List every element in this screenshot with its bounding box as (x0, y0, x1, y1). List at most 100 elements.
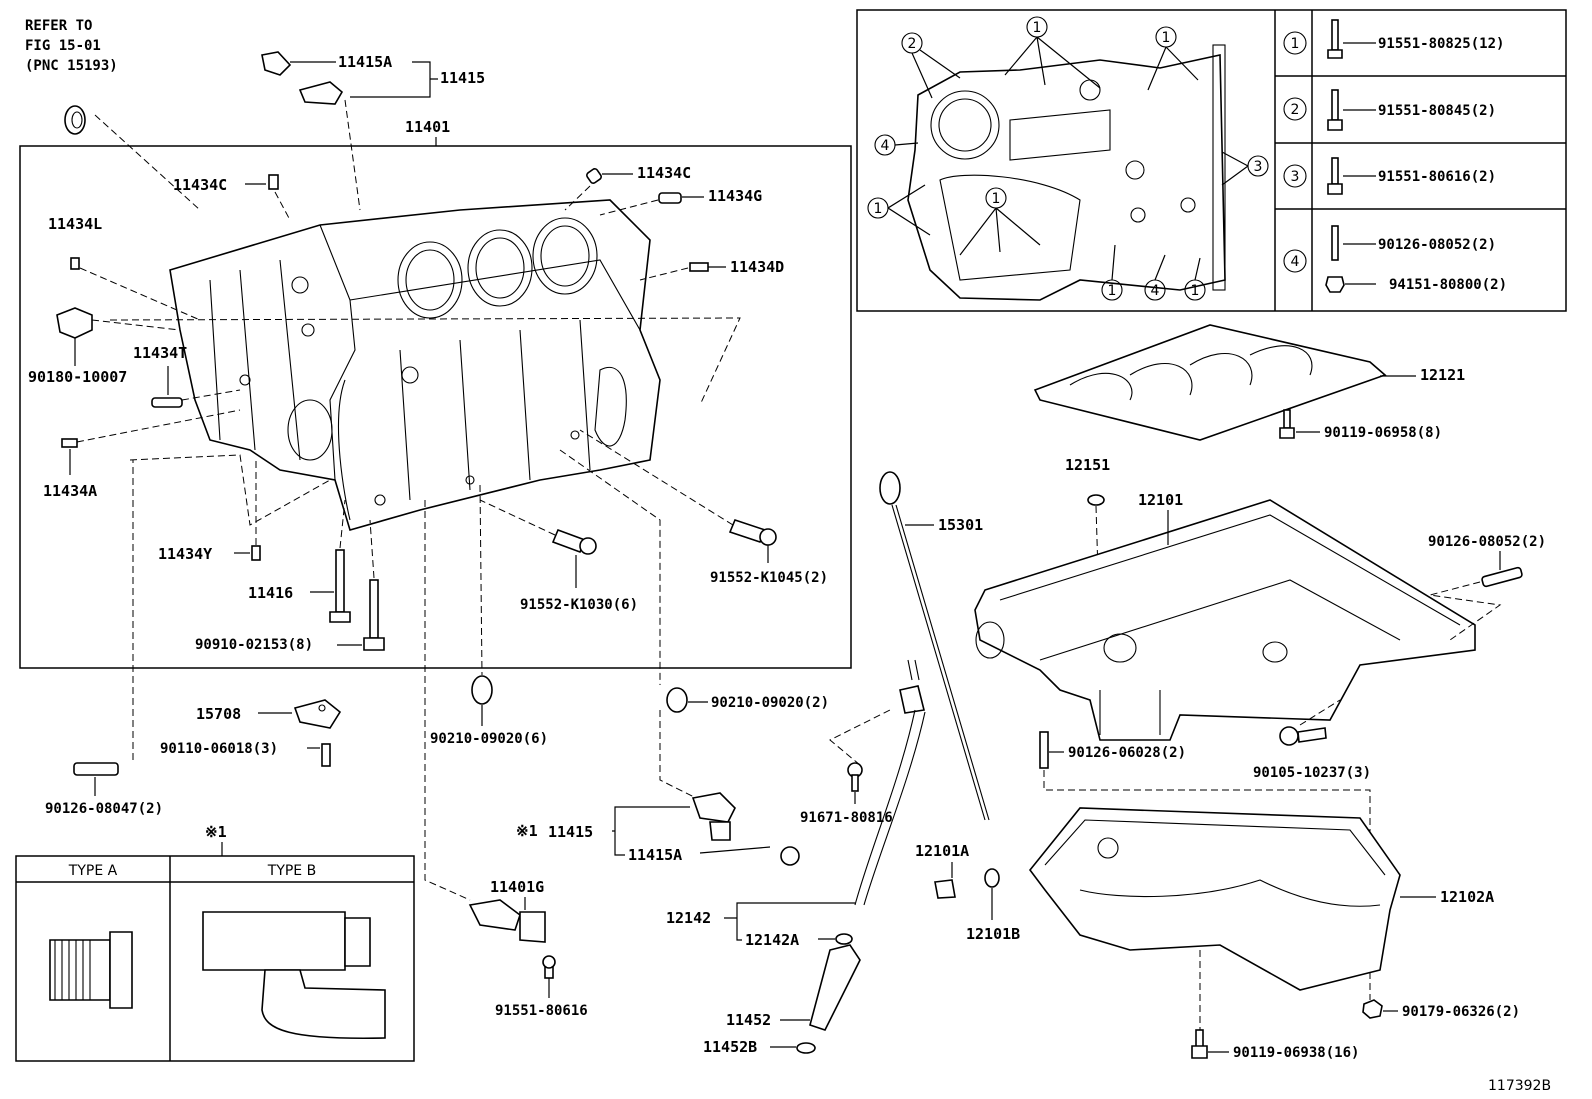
plug-90180-10007 (56, 307, 93, 339)
oil-seal-part (64, 105, 86, 135)
stud-90126-06028 (1039, 731, 1049, 769)
pin-11434L (70, 257, 80, 270)
legend-part-4b: 94151-80800(2) (1389, 277, 1507, 293)
bolt-90105-10237 (1279, 726, 1327, 746)
gasket-90210-6 (471, 675, 493, 705)
pin-11434Y (251, 545, 261, 561)
timing-cover-illustration (907, 44, 1226, 301)
label-12102A: 12102A (1440, 888, 1494, 906)
label-90210-6: 90210-09020(6) (430, 731, 548, 747)
bolt-91671-80816 (847, 762, 863, 792)
label-15708: 15708 (196, 705, 241, 723)
label-12151: 12151 (1065, 456, 1110, 474)
type-box (15, 855, 415, 1062)
refer-line-3: (PNC 15193) (25, 58, 118, 74)
label-90179-06326: 90179-06326(2) (1402, 1004, 1520, 1020)
label-11434A: 11434A (43, 482, 97, 500)
bolt-90110-06018 (321, 743, 331, 767)
bolt-90910-02153 (363, 579, 385, 651)
sensor-11401G (468, 899, 546, 943)
label-91552-K1030: 91552-K1030(6) (520, 597, 638, 613)
label-90126-08052: 90126-08052(2) (1428, 534, 1546, 550)
oring-12142A (835, 933, 853, 945)
gasket-90210-2 (666, 687, 688, 713)
svg-text:1: 1 (1108, 283, 1117, 299)
inset-callouts: 1 2 1 4 1 1 3 1 4 1 (867, 16, 1269, 301)
label-90126-06028: 90126-06028(2) (1068, 745, 1186, 761)
label-12121: 12121 (1420, 366, 1465, 384)
legend-num-1: 1 (1291, 36, 1300, 52)
sensor-type-a-drawing (49, 931, 133, 1009)
label-12101A: 12101A (915, 842, 969, 860)
oil-pan-12102A (1028, 807, 1401, 991)
oring-12151 (1087, 494, 1105, 506)
bolt-legend-inset (856, 9, 1567, 312)
oring-11452B (796, 1042, 816, 1054)
type-b-label: TYPE B (267, 863, 316, 879)
label-11416: 11416 (248, 584, 293, 602)
svg-text:2: 2 (908, 36, 917, 52)
svg-text:1: 1 (1033, 20, 1042, 36)
label-11434C-left: 11434C (173, 176, 227, 194)
svg-text:1: 1 (992, 191, 1001, 207)
label-11401G: 11401G (490, 878, 544, 896)
oil-pan-12101 (974, 499, 1476, 741)
bolt-91551-80616 (542, 955, 556, 979)
stud-90126-08047 (73, 762, 119, 776)
plug-11434G (658, 192, 682, 204)
bracket-15708 (293, 699, 342, 729)
pin-11434C-left (268, 174, 279, 190)
bolt-90119-06938 (1191, 1029, 1208, 1059)
legend-num-4: 4 (1291, 254, 1300, 270)
label-11452B: 11452B (703, 1038, 757, 1056)
label-90119-06938: 90119-06938(16) (1233, 1045, 1359, 1061)
label-11434D: 11434D (730, 258, 784, 276)
legend-row-2: 2 91551-80845(2) (1283, 89, 1496, 131)
label-11415A-bottom: 11415A (628, 846, 682, 864)
label-12101: 12101 (1138, 491, 1183, 509)
pin-11434D (689, 262, 709, 272)
legend-part-3: 91551-80616(2) (1378, 169, 1496, 185)
svg-text:4: 4 (881, 138, 890, 154)
label-12142: 12142 (666, 909, 711, 927)
refer-line-2: FIG 15-01 (25, 38, 101, 54)
svg-text:4: 4 (1151, 283, 1160, 299)
svg-text:1: 1 (874, 201, 883, 217)
label-12101B: 12101B (966, 925, 1020, 943)
bolt-11416 (329, 549, 351, 623)
label-11401: 11401 (405, 118, 450, 136)
legend-part-1: 91551-80825(12) (1378, 36, 1504, 52)
type-box-mark: ※1 (205, 823, 227, 841)
legend-row-3: 3 91551-80616(2) (1283, 157, 1496, 195)
drain-plug-12101A (934, 879, 956, 899)
legend-row-1: 1 91551-80825(12) (1283, 19, 1504, 59)
sensor-11415A-top (261, 51, 344, 105)
nut-90179-06326 (1362, 999, 1383, 1019)
label-11434C-right: 11434C (637, 164, 691, 182)
label-90210-2: 90210-09020(2) (711, 695, 829, 711)
label-11434T: 11434T (133, 344, 187, 362)
type-a-label: TYPE A (68, 863, 118, 879)
note-mark: ※1 (516, 822, 538, 840)
plug-11434C-right (586, 168, 602, 184)
legend-num-2: 2 (1291, 102, 1300, 118)
refer-line-1: REFER TO (25, 18, 92, 34)
label-90105-10237: 90105-10237(3) (1253, 765, 1371, 781)
label-91551-80616: 91551-80616 (495, 1003, 588, 1019)
dowel-11434T (151, 397, 183, 408)
legend-part-4a: 90126-08052(2) (1378, 237, 1496, 253)
baffle-plate-12121 (1033, 324, 1387, 441)
label-11415-bottom: 11415 (548, 823, 593, 841)
sensor-11415-bottom (691, 792, 800, 866)
dipstick-guide (809, 659, 926, 1031)
legend-num-3: 3 (1291, 169, 1300, 185)
label-90110-06018: 90110-06018(3) (160, 741, 278, 757)
bolt-91552-K1030 (551, 528, 597, 555)
label-12142A: 12142A (745, 931, 799, 949)
bolt-90119-06958 (1279, 409, 1295, 439)
label-11434Y: 11434Y (158, 545, 212, 563)
gasket-12101B (984, 868, 1000, 888)
label-91552-K1045: 91552-K1045(2) (710, 570, 828, 586)
svg-text:3: 3 (1254, 159, 1263, 175)
